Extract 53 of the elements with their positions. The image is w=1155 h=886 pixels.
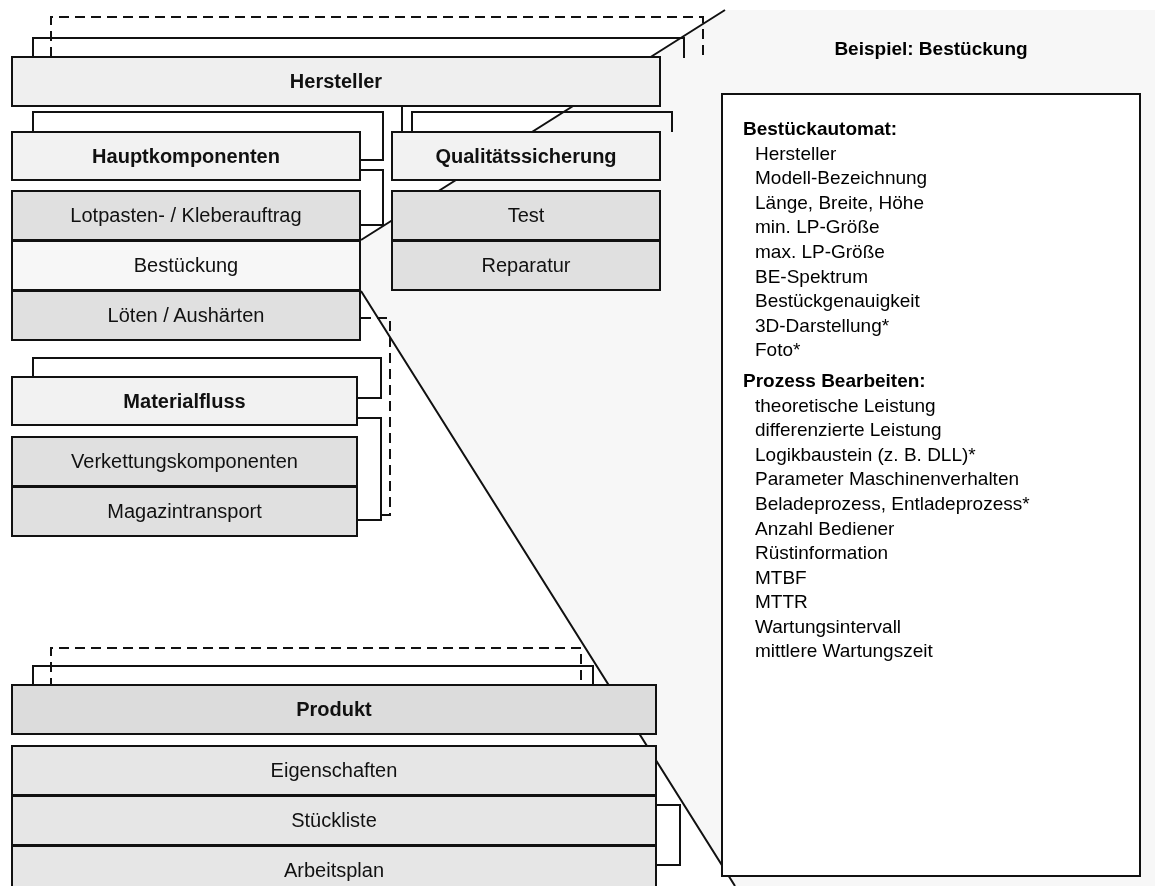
box — [11, 845, 657, 886]
box-label: Eigenschaften — [270, 759, 398, 782]
list-item: Logikbaustein (z. B. DLL)* — [755, 442, 976, 467]
list-item: Bestückgenauigkeit — [755, 289, 920, 314]
list-item: min. LP-Größe — [755, 215, 880, 240]
list-item: Foto* — [755, 338, 801, 363]
box-label: Stückliste — [291, 809, 377, 832]
box-label: Lotpasten- / Kleberauftrag — [70, 204, 302, 227]
panel-title: Beispiel: Bestückung — [833, 37, 1029, 61]
list-item: Rüstinformation — [755, 541, 889, 566]
box — [11, 56, 661, 107]
list-item: Länge, Breite, Höhe — [755, 190, 924, 215]
list-item: mittlere Wartungszeit — [755, 639, 933, 664]
box — [11, 486, 358, 537]
box-label: Magazintransport — [107, 500, 262, 523]
box-label: Reparatur — [481, 254, 571, 277]
box-label: Verkettungskomponenten — [71, 450, 298, 473]
box-heading: Qualitätssicherung — [435, 144, 617, 168]
list-item: Anzahl Bediener — [755, 516, 895, 541]
list-item: Hersteller — [755, 141, 837, 166]
list-item: differenzierte Leistung — [755, 418, 942, 443]
box — [391, 240, 661, 291]
box — [11, 376, 358, 426]
box — [11, 190, 361, 241]
box-label: Bestückung — [133, 254, 239, 277]
section-heading: Prozess Bearbeiten: — [743, 368, 926, 393]
box — [11, 436, 358, 487]
list-item: Modell-Bezeichnung — [755, 166, 928, 191]
box-label: Test — [507, 204, 545, 227]
box — [11, 684, 657, 735]
box — [11, 290, 361, 341]
list-item: BE-Spektrum — [755, 264, 868, 289]
box — [11, 131, 361, 181]
list-item: Beladeprozess, Entladeprozess* — [755, 491, 1030, 516]
list-item: Parameter Maschinenverhalten — [755, 467, 1020, 492]
box-label: Löten / Aushärten — [107, 304, 265, 327]
box-heading: Materialfluss — [123, 389, 246, 413]
list-item: theoretische Leistung — [755, 393, 936, 418]
box-label: Arbeitsplan — [283, 859, 385, 882]
list-item: MTTR — [755, 590, 808, 615]
list-item: MTBF — [755, 565, 807, 590]
box-heading: Hersteller — [289, 70, 383, 93]
box — [391, 131, 661, 181]
box — [11, 795, 657, 846]
list-item: max. LP-Größe — [755, 239, 885, 264]
list-item: Wartungsintervall — [755, 614, 902, 639]
box — [11, 240, 361, 291]
box-heading: Hauptkomponenten — [92, 144, 280, 168]
box — [391, 190, 661, 241]
box — [11, 745, 657, 796]
list-item: 3D-Darstellung* — [755, 313, 890, 338]
box-heading: Produkt — [296, 698, 372, 721]
section-heading: Bestückautomat: — [743, 117, 898, 141]
